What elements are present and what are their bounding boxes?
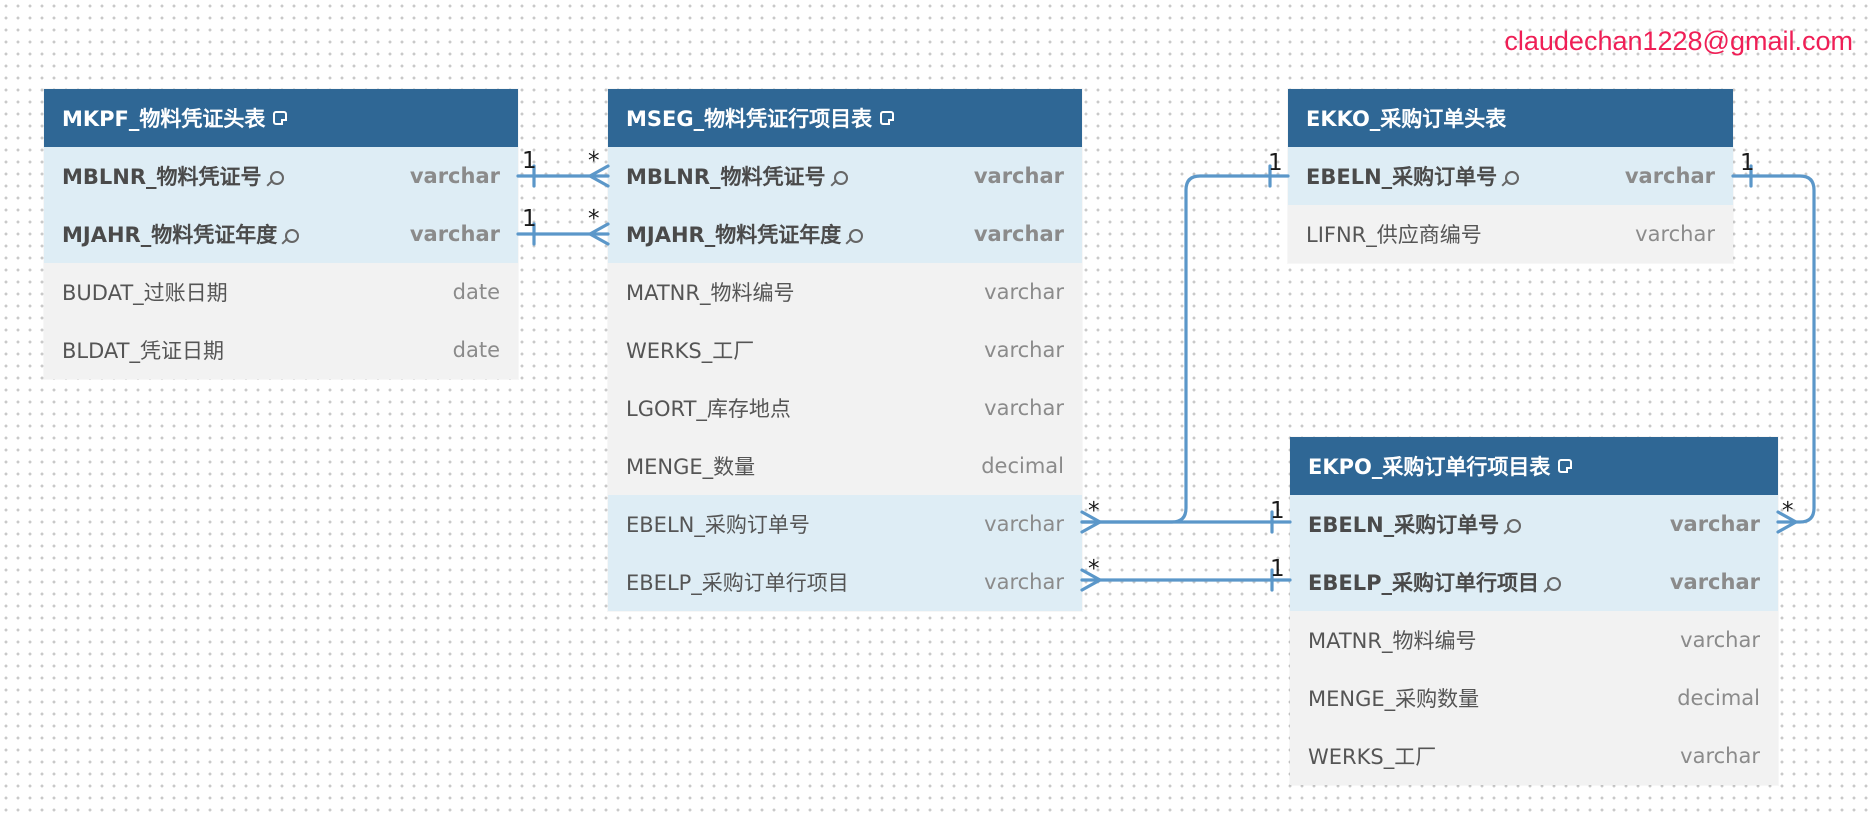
column-name: WERKS_工厂 xyxy=(1308,745,1437,769)
table-mseg[interactable]: MSEG_物料凭证行项目表 MBLNR_物料凭证号 varchar MJAHR_… xyxy=(608,89,1082,611)
table-mseg-row-mjahr[interactable]: MJAHR_物料凭证年度 varchar xyxy=(608,205,1082,263)
cardinality-many: * xyxy=(588,206,600,232)
table-ekpo-header[interactable]: EKPO_采购订单行项目表 xyxy=(1290,437,1778,495)
table-mkpf-row-mblnr[interactable]: MBLNR_物料凭证号 varchar xyxy=(44,147,518,205)
column-type: varchar xyxy=(984,396,1064,420)
table-mkpf-row-mjahr[interactable]: MJAHR_物料凭证年度 varchar xyxy=(44,205,518,263)
column-type: date xyxy=(452,338,500,362)
table-mseg-row-menge[interactable]: MENGE_数量 decimal xyxy=(608,437,1082,495)
key-icon xyxy=(833,171,848,185)
cardinality-one: 1 xyxy=(1270,498,1285,524)
many-marker xyxy=(588,164,610,188)
column-type: decimal xyxy=(981,454,1064,478)
column-name: BLDAT_凭证日期 xyxy=(62,339,224,363)
column-type: varchar xyxy=(973,164,1064,188)
table-mkpf-title: MKPF_物料凭证头表 xyxy=(62,107,266,131)
table-mkpf-row-budat[interactable]: BUDAT_过账日期 date xyxy=(44,263,518,321)
table-ekpo-row-matnr[interactable]: MATNR_物料编号 varchar xyxy=(1290,611,1778,669)
table-mkpf[interactable]: MKPF_物料凭证头表 MBLNR_物料凭证号 varchar MJAHR_物料… xyxy=(44,89,518,379)
cardinality-one: 1 xyxy=(522,148,537,174)
many-marker xyxy=(588,222,610,246)
column-name: BUDAT_过账日期 xyxy=(62,281,228,305)
key-icon xyxy=(1546,577,1561,591)
table-mseg-row-matnr[interactable]: MATNR_物料编号 varchar xyxy=(608,263,1082,321)
column-type: varchar xyxy=(409,222,500,246)
column-name: EBELN_采购订单号 xyxy=(1306,165,1498,189)
column-name: EBELN_采购订单号 xyxy=(626,513,810,537)
table-mkpf-header[interactable]: MKPF_物料凭证头表 xyxy=(44,89,518,147)
column-type: varchar xyxy=(1635,222,1715,246)
key-icon xyxy=(849,229,864,243)
table-mkpf-row-bldat[interactable]: BLDAT_凭证日期 date xyxy=(44,321,518,379)
column-name: MBLNR_物料凭证号 xyxy=(62,165,262,189)
key-icon xyxy=(1505,171,1520,185)
table-ekko[interactable]: EKKO_采购订单头表 EBELN_采购订单号 varchar LIFNR_供应… xyxy=(1288,89,1733,263)
table-ekpo-row-werks[interactable]: WERKS_工厂 varchar xyxy=(1290,727,1778,785)
column-name: MENGE_采购数量 xyxy=(1308,687,1480,711)
column-name: MATNR_物料编号 xyxy=(626,281,795,305)
column-type: varchar xyxy=(409,164,500,188)
column-type: varchar xyxy=(984,512,1064,536)
cardinality-one: 1 xyxy=(1270,556,1285,582)
column-type: varchar xyxy=(984,570,1064,594)
column-type: varchar xyxy=(1669,570,1760,594)
column-name: EBELP_采购订单行项目 xyxy=(626,571,849,595)
table-mseg-row-ebelp[interactable]: EBELP_采购订单行项目 varchar xyxy=(608,553,1082,611)
table-mseg-row-ebeln[interactable]: EBELN_采购订单号 varchar xyxy=(608,495,1082,553)
column-name: EBELN_采购订单号 xyxy=(1308,513,1500,537)
link-ekko-ebeln-mseg-ebeln[interactable] xyxy=(1080,174,1290,524)
column-name: LIFNR_供应商编号 xyxy=(1306,223,1482,247)
column-type: varchar xyxy=(984,280,1064,304)
table-ekpo-row-menge[interactable]: MENGE_采购数量 decimal xyxy=(1290,669,1778,727)
note-icon[interactable] xyxy=(880,111,895,125)
table-ekpo-row-ebeln[interactable]: EBELN_采购订单号 varchar xyxy=(1290,495,1778,553)
table-mseg-title: MSEG_物料凭证行项目表 xyxy=(626,107,873,131)
note-icon[interactable] xyxy=(1558,459,1573,473)
cardinality-one: 1 xyxy=(1268,150,1283,176)
table-mseg-row-lgort[interactable]: LGORT_库存地点 varchar xyxy=(608,379,1082,437)
cardinality-many: * xyxy=(1088,498,1100,524)
column-name: LGORT_库存地点 xyxy=(626,397,791,421)
cardinality-many: * xyxy=(588,148,600,174)
column-type: varchar xyxy=(984,338,1064,362)
column-name: EBELP_采购订单行项目 xyxy=(1308,571,1539,595)
column-type: varchar xyxy=(1669,512,1760,536)
cardinality-one: 1 xyxy=(522,206,537,232)
column-name: MJAHR_物料凭证年度 xyxy=(62,223,278,247)
many-marker xyxy=(1776,510,1798,534)
table-ekpo-row-ebelp[interactable]: EBELP_采购订单行项目 varchar xyxy=(1290,553,1778,611)
table-ekko-row-lifnr[interactable]: LIFNR_供应商编号 varchar xyxy=(1288,205,1733,263)
column-name: MJAHR_物料凭证年度 xyxy=(626,223,842,247)
table-ekpo[interactable]: EKPO_采购订单行项目表 EBELN_采购订单号 varchar EBELP_… xyxy=(1290,437,1778,785)
table-mseg-row-mblnr[interactable]: MBLNR_物料凭证号 varchar xyxy=(608,147,1082,205)
table-ekko-title: EKKO_采购订单头表 xyxy=(1306,107,1507,131)
cardinality-many: * xyxy=(1782,498,1794,524)
table-mseg-header[interactable]: MSEG_物料凭证行项目表 xyxy=(608,89,1082,147)
column-name: MENGE_数量 xyxy=(626,455,756,479)
cardinality-many: * xyxy=(1088,556,1100,582)
key-icon xyxy=(1507,519,1522,533)
column-type: date xyxy=(452,280,500,304)
cardinality-one: 1 xyxy=(1740,150,1755,176)
column-name: MATNR_物料编号 xyxy=(1308,629,1477,653)
note-icon[interactable] xyxy=(273,111,288,125)
author-email-watermark: claudechan1228@gmail.com xyxy=(1504,26,1853,56)
key-icon xyxy=(269,171,284,185)
many-marker xyxy=(1080,510,1102,534)
table-ekpo-title: EKPO_采购订单行项目表 xyxy=(1308,455,1551,479)
column-type: decimal xyxy=(1677,686,1760,710)
key-icon xyxy=(285,229,300,243)
column-name: WERKS_工厂 xyxy=(626,339,755,363)
table-mseg-row-werks[interactable]: WERKS_工厂 varchar xyxy=(608,321,1082,379)
column-name: MBLNR_物料凭证号 xyxy=(626,165,826,189)
column-type: varchar xyxy=(973,222,1064,246)
column-type: varchar xyxy=(1680,744,1760,768)
many-marker xyxy=(1080,568,1102,592)
table-ekko-row-ebeln[interactable]: EBELN_采购订单号 varchar xyxy=(1288,147,1733,205)
table-ekko-header[interactable]: EKKO_采购订单头表 xyxy=(1288,89,1733,147)
column-type: varchar xyxy=(1624,164,1715,188)
column-type: varchar xyxy=(1680,628,1760,652)
